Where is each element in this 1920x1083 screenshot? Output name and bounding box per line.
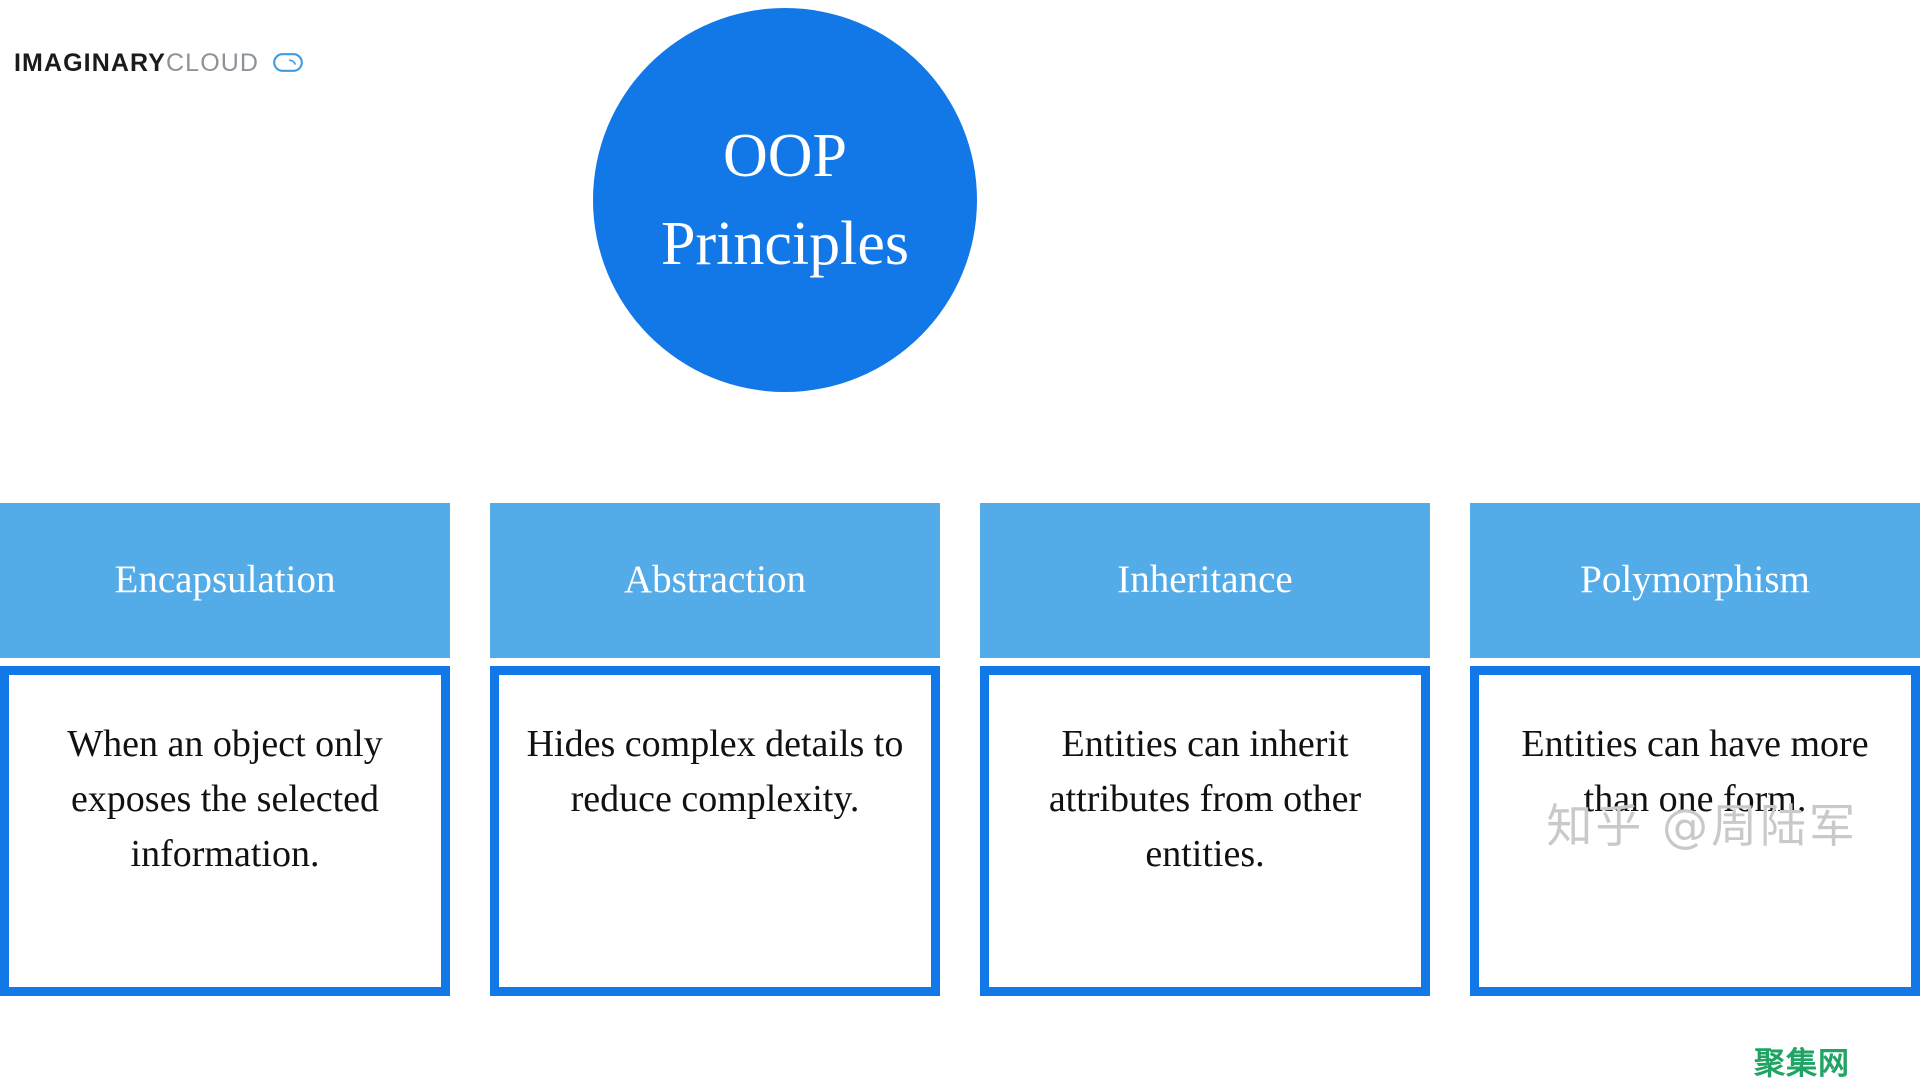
brand-logo: IMAGINARY CLOUD: [14, 46, 303, 80]
speech-bubble-cloud-icon: [273, 52, 303, 74]
principle-description: Entities can inherit attributes from oth…: [1048, 723, 1362, 876]
principle-label: Encapsulation: [114, 558, 336, 602]
principle-body-encapsulation: When an object only exposes the selected…: [0, 666, 450, 996]
principles-columns: Encapsulation When an object only expose…: [0, 503, 1920, 996]
principle-body-abstraction: Hides complex details to reduce complexi…: [490, 666, 940, 996]
principle-label: Inheritance: [1117, 558, 1293, 602]
principle-body-polymorphism: Entities can have more than one form.: [1470, 666, 1920, 996]
principle-column-polymorphism: Polymorphism Entities can have more than…: [1470, 503, 1920, 996]
site-watermark: 聚集网: [1754, 1046, 1850, 1082]
principle-column-abstraction: Abstraction Hides complex details to red…: [490, 503, 940, 996]
hub-title-line-2: Principles: [661, 210, 909, 278]
principle-header-polymorphism: Polymorphism: [1470, 503, 1920, 658]
principle-label: Abstraction: [624, 558, 806, 602]
principle-header-encapsulation: Encapsulation: [0, 503, 450, 658]
principle-header-abstraction: Abstraction: [490, 503, 940, 658]
principle-description: Entities can have more than one form.: [1521, 723, 1869, 821]
principle-label: Polymorphism: [1580, 558, 1810, 602]
brand-logo-secondary-text: CLOUD: [166, 48, 260, 77]
brand-logo-primary-text: IMAGINARY: [14, 48, 167, 77]
principle-description: Hides complex details to reduce complexi…: [526, 723, 904, 821]
principle-column-encapsulation: Encapsulation When an object only expose…: [0, 503, 450, 996]
hub-title-line-1: OOP: [722, 121, 848, 190]
oop-principles-hub: OOP Principles: [593, 8, 977, 392]
principle-body-inheritance: Entities can inherit attributes from oth…: [980, 666, 1430, 996]
principle-description: When an object only exposes the selected…: [67, 723, 383, 876]
principle-header-inheritance: Inheritance: [980, 503, 1430, 658]
principle-column-inheritance: Inheritance Entities can inherit attribu…: [980, 503, 1430, 996]
